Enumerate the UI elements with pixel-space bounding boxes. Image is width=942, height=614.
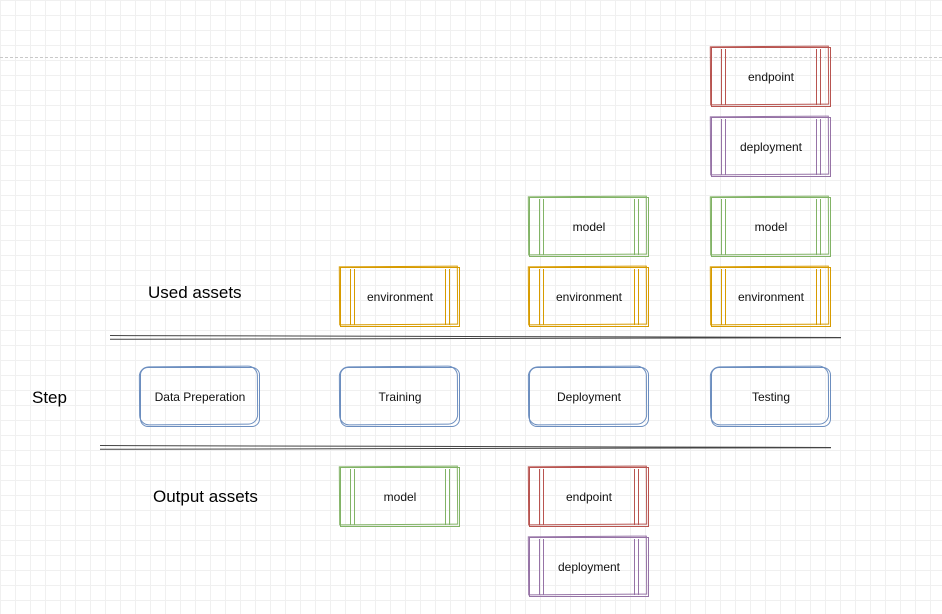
asset-label: endpoint [565,490,613,504]
step-label: Deployment [556,390,622,404]
used-asset-testing-deployment[interactable]: deployment [711,117,831,177]
used-asset-training-environment[interactable]: environment [340,267,460,327]
output-asset-deployment-deployment[interactable]: deployment [529,537,649,597]
asset-label: deployment [739,140,803,154]
separator-bottom [100,446,831,450]
separator-top [110,336,841,340]
step-deployment[interactable]: Deployment [529,367,649,427]
output-asset-deployment-endpoint[interactable]: endpoint [529,467,649,527]
asset-label: endpoint [747,70,795,84]
asset-label: model [754,220,788,234]
step-training[interactable]: Training [340,367,460,427]
row-label-output-assets: Output assets [153,487,258,506]
used-asset-testing-environment[interactable]: environment [711,267,831,327]
step-testing[interactable]: Testing [711,367,831,427]
asset-label: deployment [557,560,621,574]
step-label: Data Preperation [154,390,246,404]
asset-label: model [383,490,417,504]
used-asset-testing-model[interactable]: model [711,197,831,257]
used-asset-testing-endpoint[interactable]: endpoint [711,47,831,107]
step-label: Training [378,390,422,404]
asset-label: model [572,220,606,234]
asset-label: environment [737,290,805,304]
step-label: Testing [751,390,791,404]
asset-label: environment [366,290,434,304]
asset-label: environment [555,290,623,304]
output-asset-training-model[interactable]: model [340,467,460,527]
row-label-step: Step [32,388,67,407]
used-asset-deployment-model[interactable]: model [529,197,649,257]
page-break-line [0,57,942,58]
row-label-used-assets: Used assets [148,283,242,302]
step-data-preperation[interactable]: Data Preperation [140,367,260,427]
used-asset-deployment-environment[interactable]: environment [529,267,649,327]
